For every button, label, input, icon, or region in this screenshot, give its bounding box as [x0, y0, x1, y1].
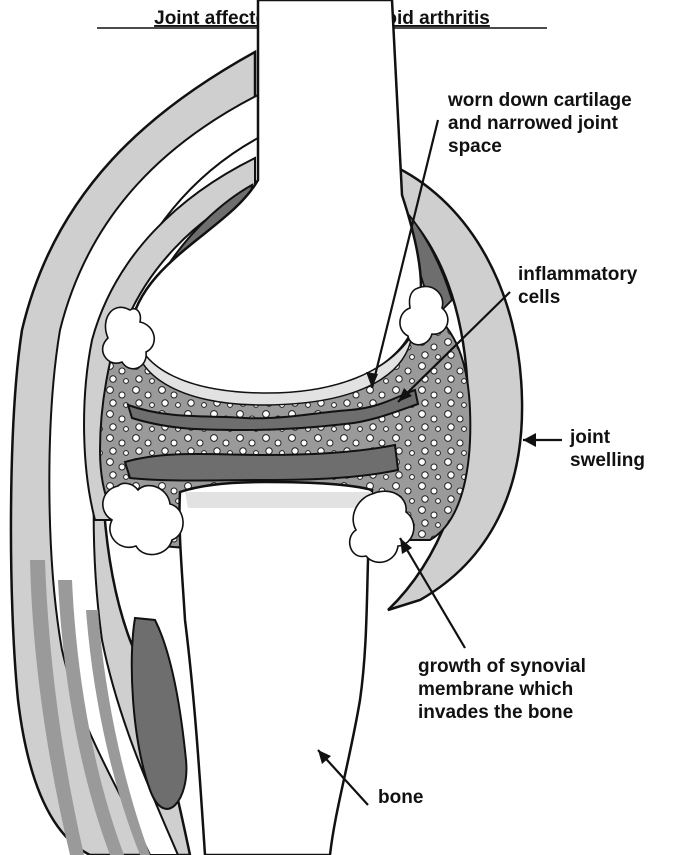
label-bone-line-1: bone [378, 787, 423, 808]
label-synovial-line-1: growth of synovial [418, 656, 586, 677]
label-swelling-line-2: swelling [570, 450, 645, 471]
label-cartilage-line-3: space [448, 136, 502, 157]
label-synovial-line-2: membrane which [418, 679, 573, 700]
arrowhead-swelling [523, 433, 536, 447]
label-synovial-line-3: invades the bone [418, 702, 573, 723]
label-synovial-growth: growth of synovial membrane which invade… [418, 656, 591, 723]
label-swelling-line-1: joint [569, 427, 611, 448]
label-cartilage-line-2: and narrowed joint [448, 113, 619, 134]
label-bone: bone [378, 787, 423, 808]
label-inflammatory-line-2: cells [518, 287, 560, 308]
lower-bone-end-shade [185, 492, 372, 508]
label-joint-swelling: joint swelling [569, 427, 645, 471]
label-cartilage: worn down cartilage and narrowed joint s… [447, 90, 637, 157]
label-inflammatory-line-1: inflammatory [518, 264, 638, 285]
lower-bone [179, 482, 372, 855]
label-inflammatory-cells: inflammatory cells [518, 264, 643, 308]
label-cartilage-line-1: worn down cartilage [447, 90, 632, 111]
